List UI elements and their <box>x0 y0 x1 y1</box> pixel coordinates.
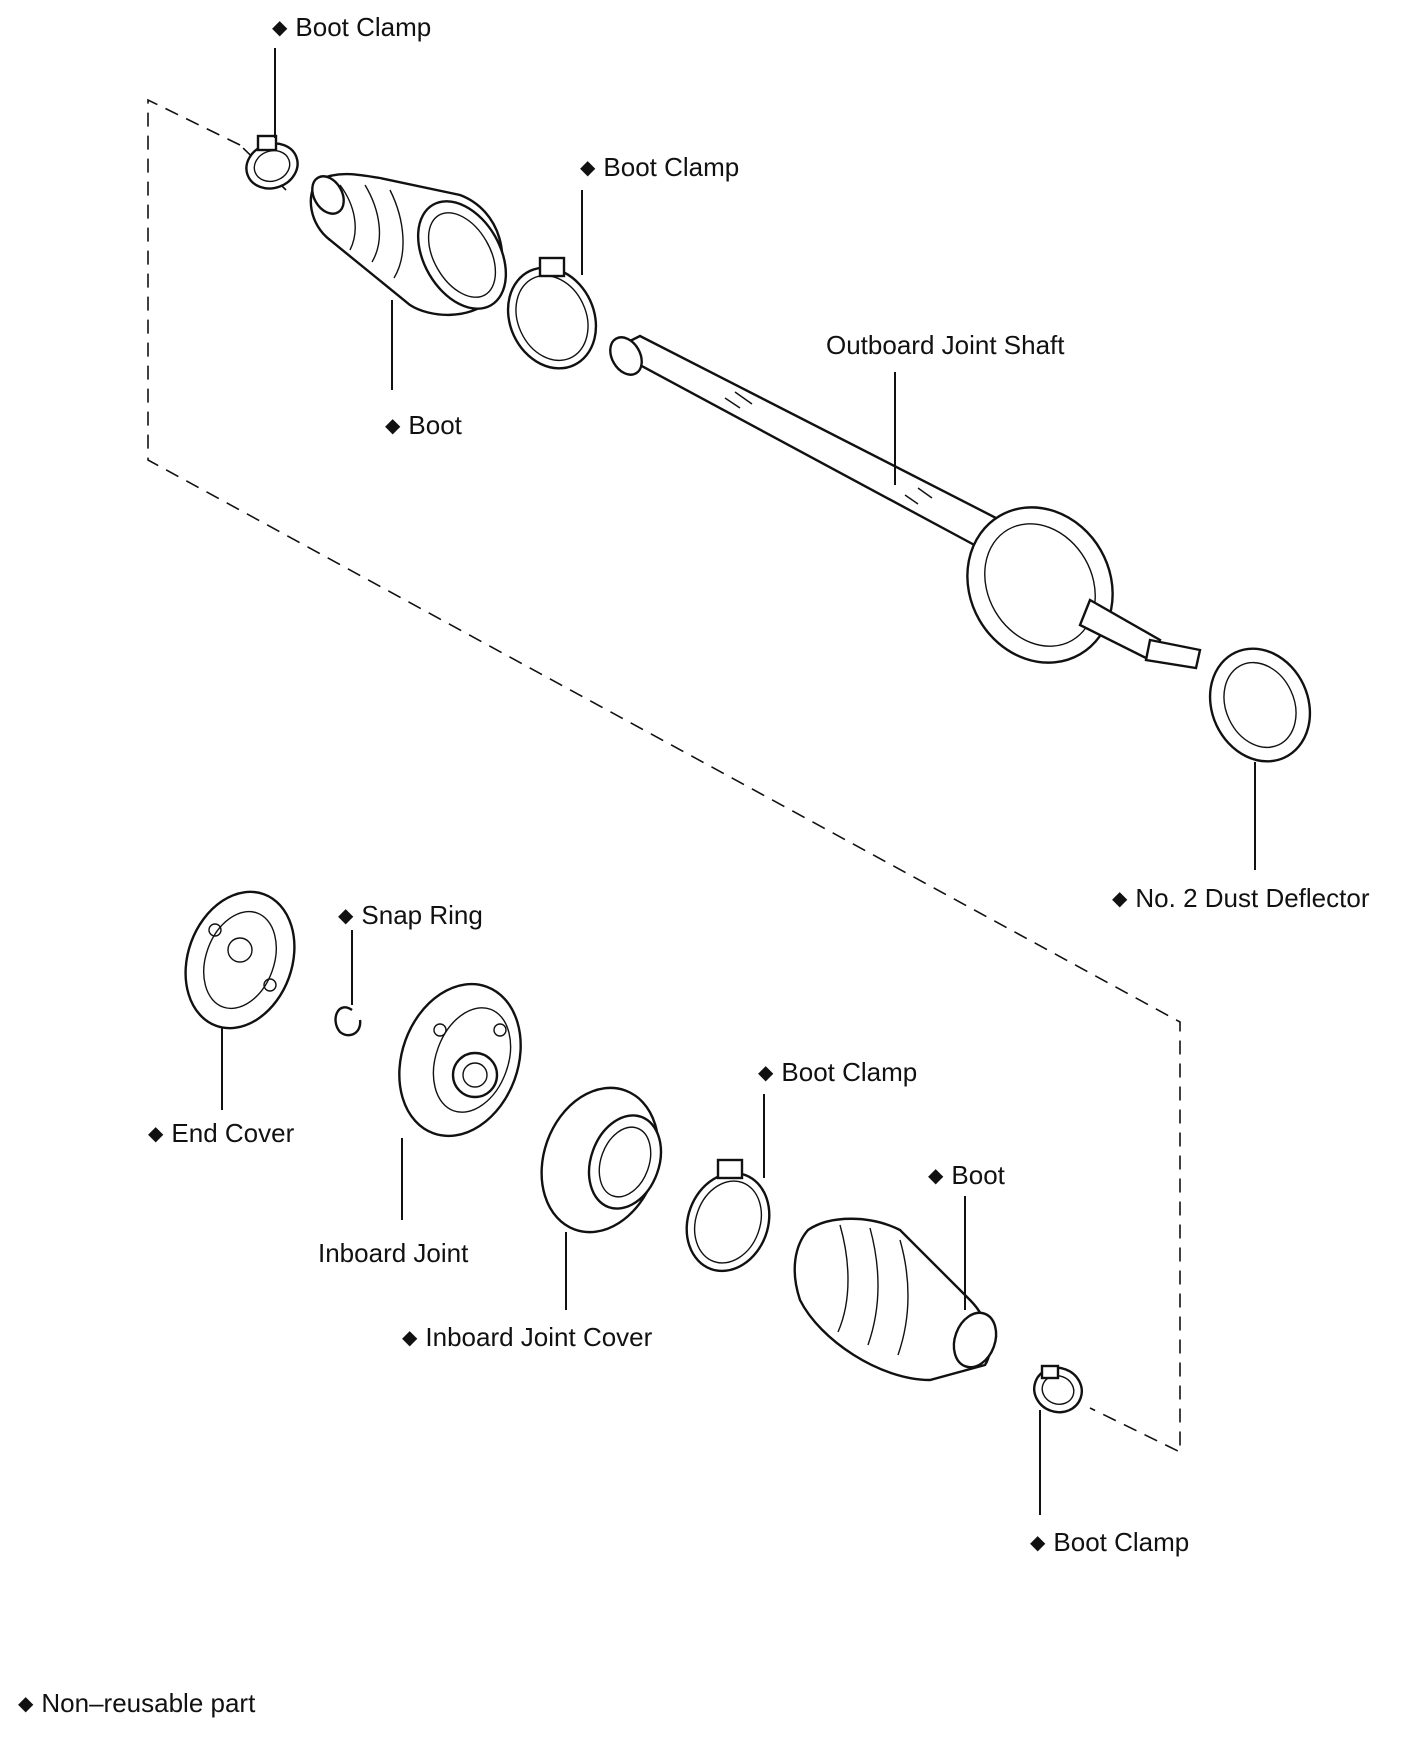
label-boot-clamp-upper-mid: ◆Boot Clamp <box>580 152 740 182</box>
legend-non-reusable: ◆Non–reusable part <box>18 1688 256 1718</box>
boot-upper-part <box>309 172 508 317</box>
label-inboard-joint: Inboard Joint <box>318 1238 469 1268</box>
boot-clamp-bottom-part <box>1033 1364 1083 1414</box>
boot-clamp-lower-mid-part <box>685 1158 771 1273</box>
label-outboard-joint-shaft: Outboard Joint Shaft <box>826 330 1065 360</box>
non-reusable-marker: ◆ <box>148 1123 164 1145</box>
assembly-outline <box>147 98 1181 1454</box>
non-reusable-marker: ◆ <box>402 1327 418 1349</box>
non-reusable-marker: ◆ <box>758 1062 774 1084</box>
label-boot-clamp-lower-mid: ◆Boot Clamp <box>758 1057 918 1087</box>
non-reusable-marker: ◆ <box>1030 1532 1046 1554</box>
inboard-joint-cover-part <box>540 1086 663 1234</box>
label-boot-clamp-top: ◆Boot Clamp <box>272 12 432 42</box>
end-cover-part <box>184 890 296 1030</box>
label-snap-ring: ◆Snap Ring <box>338 900 483 930</box>
boot-lower-part <box>793 1217 998 1382</box>
outboard-joint-shaft-part <box>609 334 1202 670</box>
boot-clamp-top-part <box>245 134 299 190</box>
label-inboard-joint-cover: ◆Inboard Joint Cover <box>402 1322 653 1352</box>
label-no2-dust-deflector: ◆No. 2 Dust Deflector <box>1112 883 1370 913</box>
non-reusable-marker: ◆ <box>580 157 596 179</box>
label-boot-lower: ◆Boot <box>928 1160 1005 1190</box>
non-reusable-marker: ◆ <box>385 415 401 437</box>
non-reusable-marker: ◆ <box>18 1693 34 1715</box>
boot-clamp-upper-mid-part <box>506 256 598 370</box>
leader-lines <box>221 48 1256 1515</box>
non-reusable-marker: ◆ <box>272 17 288 39</box>
inboard-joint-part <box>398 982 522 1138</box>
non-reusable-marker: ◆ <box>1112 888 1128 910</box>
snap-ring-part <box>334 1006 362 1037</box>
label-boot-clamp-bottom: ◆Boot Clamp <box>1030 1527 1190 1557</box>
non-reusable-marker: ◆ <box>928 1165 944 1187</box>
non-reusable-marker: ◆ <box>338 905 354 927</box>
label-end-cover: ◆End Cover <box>148 1118 295 1148</box>
label-boot-upper: ◆Boot <box>385 410 462 440</box>
no2-dust-deflector-part <box>1208 647 1312 763</box>
